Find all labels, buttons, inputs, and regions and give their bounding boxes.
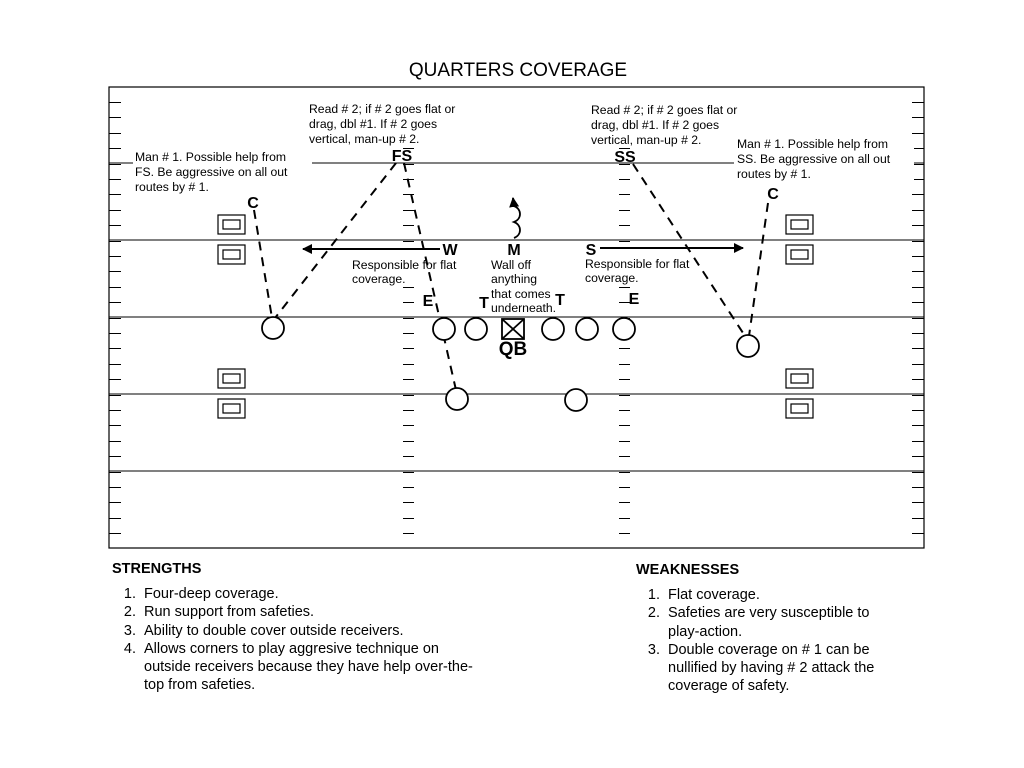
- offense: [261, 316, 760, 412]
- note-line: Read # 2; if # 2 goes flat or: [309, 102, 455, 116]
- note-line: vertical, man-up # 2.: [591, 133, 701, 147]
- right-tackle-label: T: [555, 292, 565, 309]
- field-numbers: [217, 214, 814, 419]
- note-right-corner: Man # 1. Possible help from SS. Be aggre…: [734, 135, 914, 181]
- quarters-coverage-diagram: QUARTERS COVERAGE Read # 2; if # 2 goes …: [108, 60, 925, 549]
- yard-lines: [109, 162, 924, 472]
- left-corner-route: [253, 209, 273, 319]
- list-item: Run support from safeties.: [140, 603, 512, 621]
- fs-to-slot-route: [403, 162, 457, 391]
- note-line: vertical, man-up # 2.: [309, 132, 419, 146]
- ss-to-right-receiver-route: [632, 163, 746, 337]
- note-m-wall: Wall off anything that comes underneath.: [489, 257, 565, 315]
- m-wall-arrow: [509, 197, 520, 208]
- right-tight-end: [612, 317, 636, 341]
- free-safety-label: FS: [392, 148, 413, 165]
- left-corner-label: C: [247, 195, 259, 212]
- left-receiver: [261, 316, 285, 340]
- note-line: that comes: [491, 287, 551, 301]
- note-line: Man # 1. Possible help from: [135, 150, 286, 164]
- left-end-label: E: [423, 293, 434, 310]
- defense-labels: FS SS C C W M S E T T E QB: [247, 148, 779, 360]
- list-item: Flat coverage.: [664, 586, 936, 604]
- note-line: Read # 2; if # 2 goes flat or: [591, 103, 737, 117]
- weaknesses-list: Flat coverage. Safeties are very suscept…: [636, 586, 936, 696]
- weaknesses-section: WEAKNESSES Flat coverage. Safeties are v…: [636, 562, 936, 696]
- note-line: underneath.: [491, 301, 556, 315]
- list-item: Four-deep coverage.: [140, 585, 512, 603]
- right-back: [564, 388, 588, 412]
- fs-to-left-receiver-route: [274, 162, 397, 319]
- note-line: coverage.: [352, 272, 406, 286]
- note-line: Responsible for flat: [585, 257, 690, 271]
- right-corner-label: C: [767, 186, 779, 203]
- left-tight-end: [432, 317, 456, 341]
- list-item: Allows corners to play aggresive techniq…: [140, 640, 474, 695]
- right-receiver: [736, 334, 760, 358]
- list-item: Double coverage on # 1 can be nullified …: [664, 641, 903, 696]
- mike-linebacker-label: M: [507, 242, 520, 259]
- right-guard: [541, 317, 565, 341]
- m-wall-squiggle: [511, 205, 521, 239]
- will-linebacker-label: W: [442, 242, 458, 259]
- quarterback-label: QB: [499, 339, 528, 360]
- note-line: routes by # 1.: [737, 167, 811, 181]
- weaknesses-heading: WEAKNESSES: [636, 562, 740, 578]
- coverage-routes: [253, 162, 769, 391]
- note-s-flat: Responsible for flat coverage.: [583, 256, 705, 286]
- note-line: SS. Be aggressive on all out: [737, 152, 891, 166]
- note-line: coverage.: [585, 271, 639, 285]
- note-fs-read: Read # 2; if # 2 goes flat or drag, dbl …: [306, 100, 484, 146]
- sam-linebacker-label: S: [586, 242, 597, 259]
- note-left-corner: Man # 1. Possible help from FS. Be aggre…: [133, 148, 312, 194]
- left-tackle-label: T: [479, 295, 489, 312]
- strengths-heading: STRENGTHS: [112, 561, 202, 577]
- right-end-label: E: [629, 291, 640, 308]
- note-line: Responsible for flat: [352, 258, 457, 272]
- note-line: drag, dbl #1. If # 2 goes: [309, 117, 437, 131]
- note-line: routes by # 1.: [135, 180, 209, 194]
- strengths-section: STRENGTHS Four-deep coverage. Run suppor…: [112, 561, 512, 695]
- strong-safety-label: SS: [614, 149, 636, 166]
- right-tackle: [575, 317, 599, 341]
- right-corner-route: [748, 202, 769, 337]
- list-item: Safeties are very susceptible to play-ac…: [664, 604, 878, 641]
- note-line: drag, dbl #1. If # 2 goes: [591, 118, 719, 132]
- note-line: Man # 1. Possible help from: [737, 137, 888, 151]
- left-back: [445, 387, 469, 411]
- note-line: Wall off: [491, 258, 532, 272]
- left-tackle: [464, 317, 488, 341]
- diagram-title: QUARTERS COVERAGE: [409, 60, 627, 81]
- strengths-list: Four-deep coverage. Run support from saf…: [112, 585, 512, 695]
- list-item: Ability to double cover outside receiver…: [140, 622, 512, 640]
- note-line: FS. Be aggressive on all out: [135, 165, 288, 179]
- note-w-flat: Responsible for flat coverage.: [350, 256, 472, 286]
- note-line: anything: [491, 272, 537, 286]
